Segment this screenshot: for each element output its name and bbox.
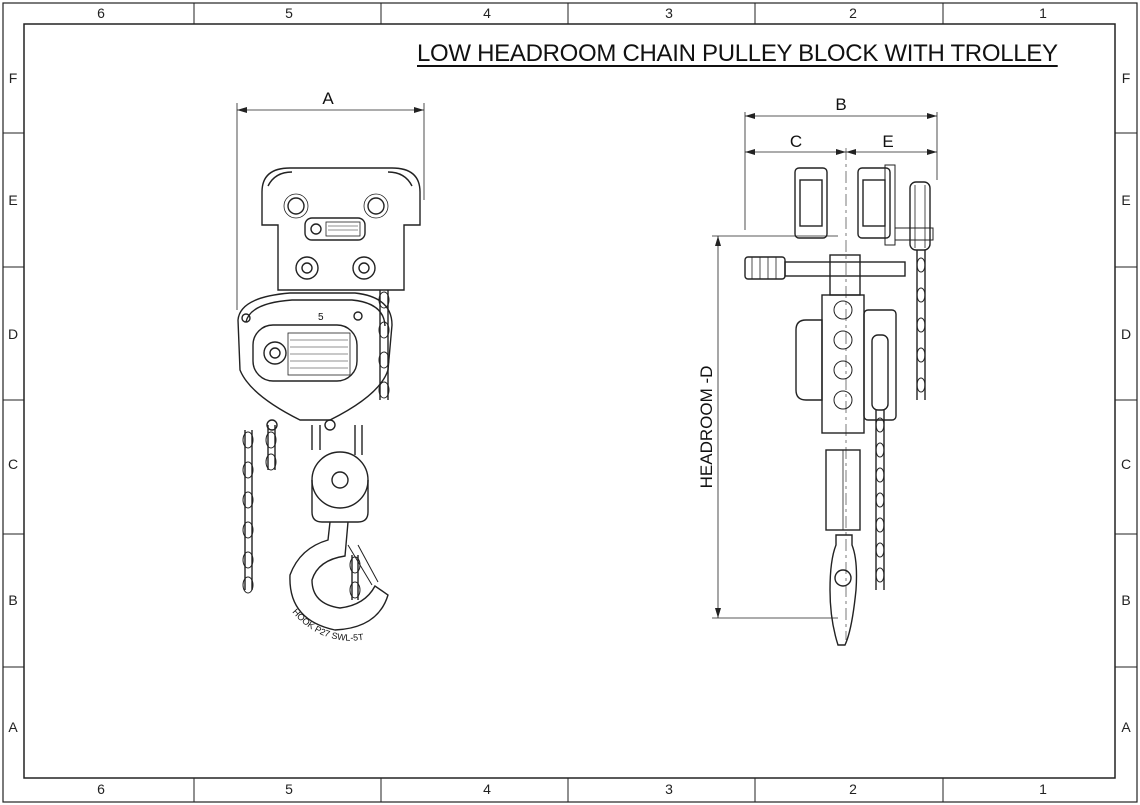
zone-col-bottom: 6 [97,781,105,797]
hook-label-path: HOOK P27 SWL-5T [291,607,365,643]
zone-row-right: B [1121,592,1131,608]
front-chain-links [242,291,390,599]
zone-col-top: 3 [665,5,673,21]
zone-col-bottom: 5 [285,781,293,797]
zone-row-left: C [7,456,19,472]
zone-col-bottom: 3 [665,781,673,797]
zone-col-bottom: 2 [849,781,857,797]
zone-col-top: 2 [849,5,857,21]
zone-col-bottom: 4 [483,781,491,797]
zone-row-right: D [1120,326,1132,342]
dim-b-label: B [835,95,846,114]
hook-label: HOOK P27 SWL-5T [291,607,365,643]
zone-col-top: 6 [97,5,105,21]
zone-col-top: 1 [1039,5,1047,21]
zone-row-right: C [1120,456,1132,472]
front-view [236,103,425,631]
dim-e-label: E [882,132,893,151]
zone-row-left: A [8,719,18,735]
drawing-title: LOW HEADROOM CHAIN PULLEY BLOCK WITH TRO… [417,40,1058,67]
zone-col-top: 5 [285,5,293,21]
zone-row-right: A [1121,719,1131,735]
zone-col-bottom: 1 [1039,781,1047,797]
zone-dividers [3,3,1137,802]
zone-row-left: E [8,192,18,208]
zone-row-right: F [1121,70,1131,86]
nameplate-capacity: 5 [318,312,324,323]
dim-c-label: C [790,132,802,151]
zone-row-left: B [8,592,18,608]
side-chain-links [833,257,926,583]
zone-row-right: E [1121,192,1131,208]
inner-border [23,23,1116,779]
zone-col-top: 4 [483,5,491,21]
dim-a-label: A [322,89,334,108]
dim-headroom-label: HEADROOM -D [697,366,716,489]
side-view [712,112,938,646]
zone-row-left: F [8,70,18,86]
zone-row-left: D [7,326,19,342]
